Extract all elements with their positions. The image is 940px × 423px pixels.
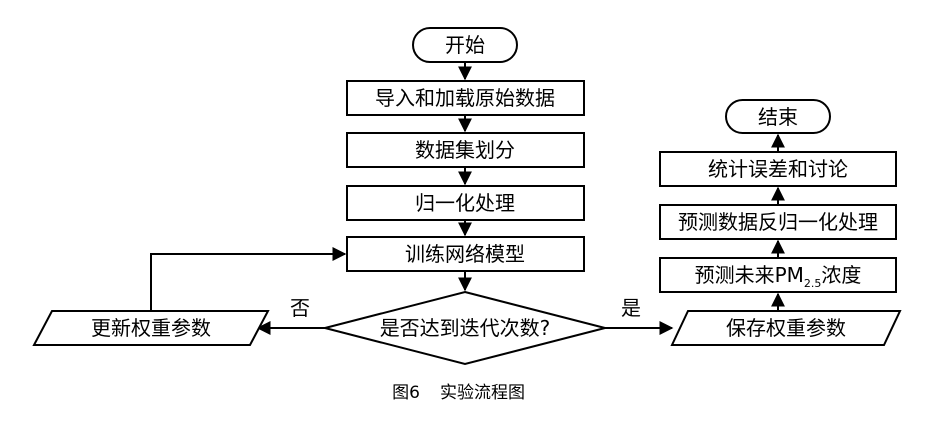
end-label: 结束: [758, 105, 798, 129]
stats-label: 统计误差和讨论: [708, 157, 848, 181]
no-label: 否: [290, 296, 310, 320]
update-weights-label: 更新权重参数: [91, 316, 211, 340]
decision-label: 是否达到迭代次数?: [380, 316, 551, 340]
yes-label: 是: [621, 296, 641, 320]
denormalize-label: 预测数据反归一化处理: [678, 210, 878, 234]
predict-label-subscript: 2.5: [804, 277, 822, 290]
start-label: 开始: [445, 33, 485, 57]
import-data-box: 导入和加载原始数据: [346, 80, 585, 116]
update-weights-box: 更新权重参数: [32, 310, 270, 346]
predict-label-prefix: 预测未来PM: [695, 263, 804, 287]
train-model-box: 训练网络模型: [346, 236, 585, 272]
train-model-label: 训练网络模型: [405, 242, 525, 266]
decision-diamond: 是否达到迭代次数?: [324, 290, 606, 366]
denormalize-box: 预测数据反归一化处理: [659, 204, 897, 240]
normalize-box: 归一化处理: [346, 185, 585, 221]
caption-figure-number: 图6: [392, 383, 420, 403]
predict-label: 预测未来PM2.5浓度: [695, 263, 862, 290]
import-data-label: 导入和加载原始数据: [375, 86, 555, 110]
dataset-split-label: 数据集划分: [415, 138, 515, 162]
normalize-label: 归一化处理: [415, 191, 515, 215]
predict-label-suffix: 浓度: [821, 263, 861, 287]
predict-box: 预测未来PM2.5浓度: [659, 257, 897, 293]
arrow-update-train-loop: [150, 247, 347, 311]
save-weights-box: 保存权重参数: [670, 310, 902, 346]
dataset-split-box: 数据集划分: [346, 132, 585, 168]
figure-caption: 图6 实验流程图: [392, 383, 525, 403]
caption-title: 实验流程图: [440, 383, 525, 403]
stats-box: 统计误差和讨论: [659, 151, 897, 187]
start-terminal: 开始: [412, 27, 518, 63]
end-terminal: 结束: [725, 99, 831, 134]
save-weights-label: 保存权重参数: [726, 316, 846, 340]
